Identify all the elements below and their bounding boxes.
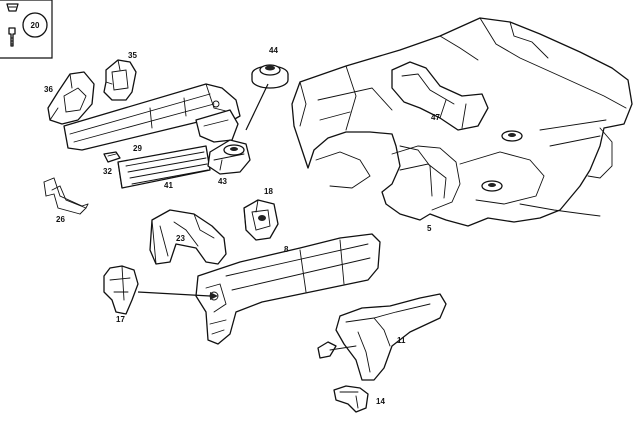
callout-36: 36 <box>44 85 53 94</box>
part-36-bracket: 36 <box>44 71 95 125</box>
part-26-wire-brackets: 26 <box>43 177 89 224</box>
callout-8: 8 <box>284 245 289 254</box>
callout-11: 11 <box>397 336 406 345</box>
part-8-fender-apron: 8 <box>195 233 381 345</box>
inset-part-20: 20 <box>0 0 53 59</box>
main-body-shell: 47 5 <box>291 17 633 233</box>
callout-20: 20 <box>31 21 40 30</box>
callout-17: 17 <box>116 315 125 324</box>
part-17-inner-bracket: 17 <box>103 265 218 324</box>
part-18-bracket: 18 <box>243 187 279 241</box>
callout-circle-20 <box>22 12 48 38</box>
callout-26: 26 <box>56 215 65 224</box>
callout-18: 18 <box>264 187 273 196</box>
part-41-panel: 41 <box>117 145 211 190</box>
part-11-front-rail: 11 <box>317 293 447 381</box>
part-35-bracket: 35 <box>103 51 137 101</box>
callout-43: 43 <box>218 177 227 186</box>
part-32-clip: 32 <box>103 151 121 176</box>
part-14-lower-bracket: 14 <box>333 385 385 413</box>
callout-29: 29 <box>133 144 142 153</box>
part-23-front-bracket: 23 <box>149 209 227 265</box>
callout-5: 5 <box>427 224 432 233</box>
callout-35: 35 <box>128 51 137 60</box>
part-44-mount: 44 <box>245 46 289 131</box>
callout-14: 14 <box>376 397 385 406</box>
part-43-mount-bracket: 43 <box>207 139 251 186</box>
callout-44: 44 <box>269 46 278 55</box>
callout-41: 41 <box>164 181 173 190</box>
callout-32: 32 <box>103 167 112 176</box>
callout-47: 47 <box>431 113 440 122</box>
callout-23: 23 <box>176 234 185 243</box>
